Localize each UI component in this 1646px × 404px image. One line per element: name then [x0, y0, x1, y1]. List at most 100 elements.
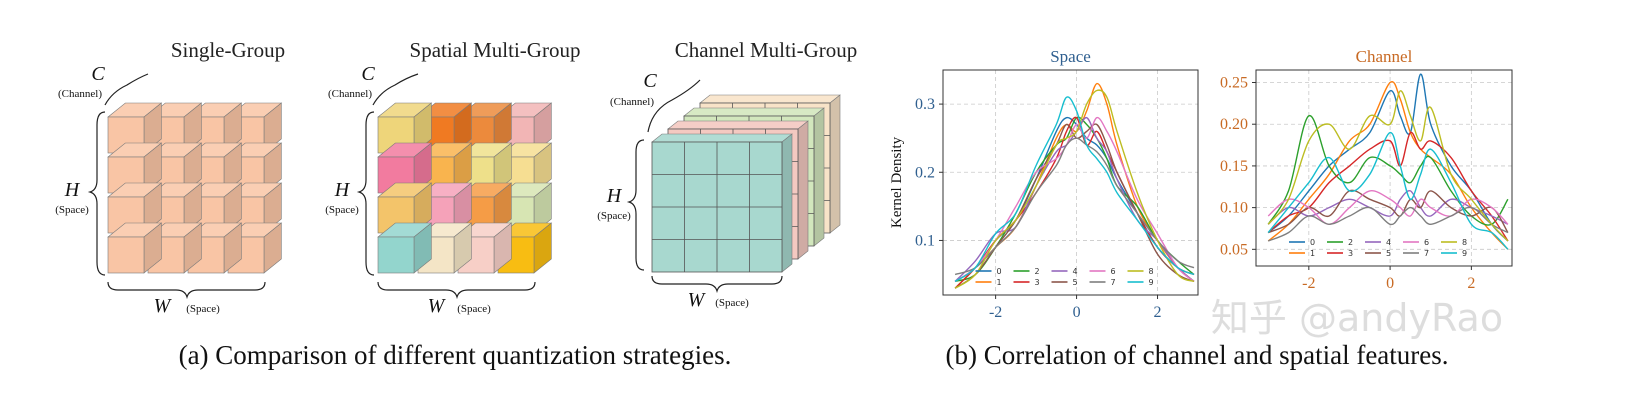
channel-multi-group-channel-brace [647, 79, 701, 133]
space-legend-label-6: 6 [1111, 267, 1116, 276]
channel-x-tick-label-0: -2 [1302, 275, 1315, 292]
spatial-multi-group-title: Spatial Multi-Group [410, 38, 581, 62]
channel-legend-label-8: 8 [1462, 238, 1467, 247]
space-y-tick-label-2: 0.3 [915, 96, 935, 113]
space-series-8-line [954, 89, 1195, 289]
channel-y-tick-label-2: 0.15 [1220, 158, 1248, 175]
channel-series-7-line [1267, 206, 1509, 242]
spatial-multi-group-w-label: (Space) [457, 303, 491, 315]
channel-legend-label-2: 2 [1348, 238, 1353, 247]
single-group-cube [107, 102, 283, 274]
channel-x-tick-label-2: 2 [1467, 275, 1475, 292]
single-group-height-brace [87, 111, 106, 276]
channel-multi-group-dimension-labels [626, 79, 783, 294]
channel-layer-1-side [797, 120, 809, 260]
space-chart-title: Space [1050, 47, 1091, 66]
channel-layer-3-top [699, 94, 841, 104]
channel-multi-group-c-symbol: C [643, 70, 657, 92]
channel-y-tick-label-4: 0.25 [1220, 75, 1248, 92]
panel-a: Single-Group Spatial Multi-Group Channel… [55, 38, 857, 370]
channel-legend-label-7: 7 [1424, 249, 1429, 258]
space-series-2-line [954, 116, 1195, 283]
single-group-channel-brace [104, 73, 149, 106]
space-plot-frame [942, 69, 1199, 296]
channel-layer-0-top [651, 133, 793, 143]
space-y-axis-label: Kernel Density [889, 136, 905, 228]
channel-layer-1-top [667, 120, 809, 130]
spatial-multi-group-c-symbol: C [361, 63, 375, 85]
channel-legend-label-9: 9 [1462, 249, 1467, 258]
space-legend-label-4: 4 [1073, 267, 1078, 276]
zhihu-watermark: 知乎 @andyRao [1211, 296, 1503, 340]
space-series-3-line [954, 116, 1195, 289]
channel-multi-group-w-symbol: W [688, 289, 707, 311]
channel-layer-2-top [683, 107, 825, 117]
channel-series-1-line [1267, 80, 1509, 250]
single-group-c-label: (Channel) [58, 88, 102, 100]
channel-multi-group-c-label: (Channel) [610, 96, 654, 108]
channel-layer-3-side [829, 94, 841, 234]
channel-chart-title: Channel [1356, 47, 1413, 66]
single-group-title: Single-Group [171, 38, 285, 62]
channel-multi-group-title: Channel Multi-Group [675, 38, 858, 62]
channel-multi-group-h-label: (Space) [597, 210, 631, 222]
channel-multi-group-cube [651, 94, 841, 273]
channel-multi-group-height-brace [626, 139, 645, 271]
space-series-1-line [954, 82, 1195, 289]
single-group-w-label: (Space) [186, 303, 220, 315]
space-x-tick-label-0: -2 [989, 304, 1002, 321]
channel-layer-2-side [813, 107, 825, 247]
panel-b-caption: (b) Correlation of channel and spatial f… [945, 340, 1448, 370]
space-series-9-line [954, 96, 1195, 282]
space-series-5-line [954, 123, 1195, 289]
channel-multi-group-w-label: (Space) [715, 297, 749, 309]
space-series-6-line [954, 116, 1195, 282]
spatial-multi-group-w-symbol: W [428, 295, 447, 317]
channel-multi-group-width-brace [651, 275, 783, 294]
channel-y-tick-label-3: 0.20 [1220, 116, 1248, 133]
channel-x-tick-label-1: 0 [1386, 275, 1394, 292]
channel-layer-0-side [781, 133, 793, 273]
spatial-group-block-r3-c0-front-face [377, 236, 415, 274]
single-group-dimension-labels [87, 73, 266, 300]
spatial-multi-group-c-label: (Channel) [328, 88, 372, 100]
channel-series-8-line [1267, 90, 1509, 242]
space-y-tick-label-1: 0.2 [915, 164, 935, 181]
panel-a-caption: (a) Comparison of different quantization… [179, 340, 732, 370]
spatial-multi-group-channel-brace [372, 73, 419, 106]
channel-legend-label-0: 0 [1310, 238, 1315, 247]
single-group-h-symbol: H [64, 179, 81, 201]
space-y-tick-label-0: 0.1 [915, 232, 935, 249]
single-group-h-label: (Space) [55, 204, 89, 216]
single-group-w-symbol: W [154, 295, 173, 317]
single-group-c-symbol: C [91, 63, 105, 85]
spatial-multi-group-height-brace [356, 111, 375, 276]
space-x-tick-label-2: 2 [1154, 304, 1162, 321]
channel-legend-label-6: 6 [1424, 238, 1429, 247]
space-series-0-line [954, 116, 1195, 282]
channel-plot-frame [1255, 69, 1513, 267]
space-series-4-line [954, 116, 1195, 282]
space-x-tick-label-1: 0 [1073, 304, 1081, 321]
spatial-multi-group-h-label: (Space) [325, 204, 359, 216]
spatial-multi-group-dimension-labels [356, 73, 536, 300]
space-legend-label-7: 7 [1111, 278, 1116, 287]
single-group-block-r3-c0-front-face [107, 236, 145, 274]
space-legend-label-3: 3 [1035, 278, 1040, 287]
channel-y-tick-label-0: 0.05 [1220, 241, 1248, 258]
space-series-7-line [954, 137, 1195, 276]
space-legend-label-0: 0 [997, 267, 1002, 276]
space-legend-label-2: 2 [1035, 267, 1040, 276]
channel-series-9-line [1267, 131, 1509, 250]
space-legend-label-5: 5 [1073, 278, 1078, 287]
channel-legend-label-5: 5 [1386, 249, 1391, 258]
channel-legend-label-3: 3 [1348, 249, 1353, 258]
space-legend-label-1: 1 [997, 278, 1002, 287]
spatial-multi-group-cube [377, 102, 553, 274]
channel-series-4-line [1267, 189, 1509, 225]
space-legend-label-9: 9 [1149, 278, 1154, 287]
space-legend-label-8: 8 [1149, 267, 1154, 276]
